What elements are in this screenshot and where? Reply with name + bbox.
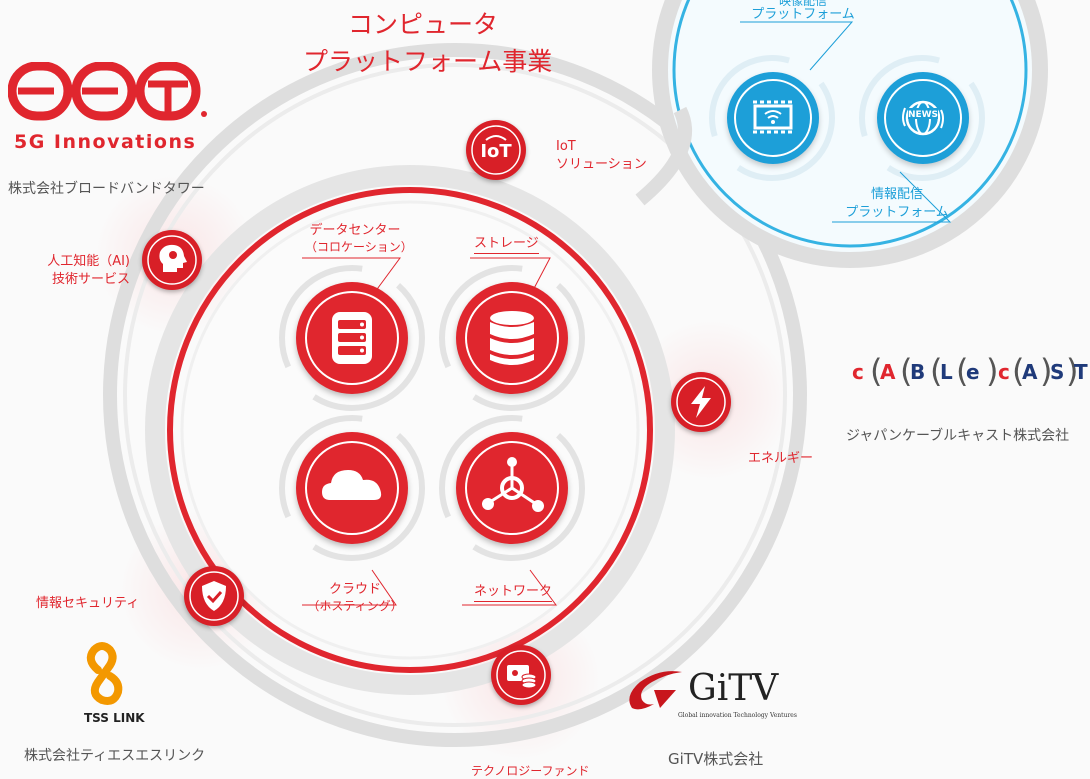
page-title: コンピュータ プラットフォーム事業 (303, 6, 553, 80)
network-button[interactable] (456, 432, 568, 544)
iot-icon: IoT (471, 125, 521, 175)
platform-circle (652, 0, 1048, 268)
cloud-icon (322, 470, 382, 500)
network-label: ネットワーク (474, 580, 553, 602)
title-line-1: コンピュータ (347, 10, 498, 39)
gitv-logo-mark (620, 668, 690, 713)
gitv-logo-text: GiTV (688, 668, 779, 709)
cablecast-logo: c ( A ( B ( L ( e ) c ( A ) S ) T (852, 352, 1088, 390)
video-platform-button[interactable] (727, 72, 819, 164)
news-platform-button[interactable]: NEWS (877, 72, 969, 164)
energy-bolt-icon (676, 377, 726, 427)
leader-lines (302, 257, 557, 606)
bbt-logo-mark (8, 62, 207, 121)
news-badge: NEWS (908, 110, 938, 120)
fund-button[interactable] (491, 645, 551, 705)
svg-text:IoT: IoT (480, 141, 512, 162)
video-wifi-icon (753, 100, 793, 134)
server-icon (332, 312, 372, 364)
service-halos (279, 265, 585, 561)
security-shield-icon (189, 571, 239, 621)
ai-label: 人工知能（AI) 技術サービス (47, 254, 130, 287)
bbt-company-name: 株式会社ブロードバンドタワー (8, 181, 205, 197)
storage-label: ストレージ (474, 232, 539, 254)
inner-grey-ring (145, 165, 675, 695)
bbt-logo (8, 62, 208, 132)
fund-label: テクノロジーファンド (471, 764, 590, 778)
ai-button[interactable] (142, 230, 202, 290)
cloud-button[interactable] (296, 432, 408, 544)
security-label: 情報セキュリティ (36, 596, 140, 611)
fund-icon (496, 650, 546, 700)
tss-logo-text: TSS LINK (84, 711, 145, 725)
outer-grey-ring (103, 43, 807, 747)
security-button[interactable] (184, 566, 244, 626)
tss-company-name: 株式会社ティエスエスリンク (24, 748, 206, 764)
datacenter-button[interactable] (296, 282, 408, 394)
platform-top-label: 映像配信 プラットフォーム (751, 0, 855, 22)
network-icon (482, 457, 544, 512)
iot-button[interactable]: IoT (466, 120, 526, 180)
tss-logo-mark (86, 642, 123, 705)
gitv-company-name: GiTV株式会社 (668, 750, 764, 768)
datacenter-label: データセンター （コロケーション） (305, 223, 413, 254)
platform-bottom-label: 情報配信 プラットフォーム (845, 187, 949, 220)
iot-label: IoT ソリューション (556, 139, 647, 172)
news-globe-icon: NEWS (902, 100, 944, 136)
inner-red-ring (167, 187, 653, 673)
title-line-2: プラットフォーム事業 (303, 47, 553, 76)
bbt-tagline: 5G Innovations (14, 131, 197, 153)
energy-button[interactable] (671, 372, 731, 432)
cloud-label: クラウド （ホスティング） (307, 582, 403, 613)
cablecast-company-name: ジャパンケーブルキャスト株式会社 (846, 428, 1070, 444)
energy-label: エネルギー (748, 451, 814, 466)
database-icon (490, 311, 534, 365)
tss-logo (80, 640, 140, 710)
storage-button[interactable] (456, 282, 568, 394)
ai-head-icon (147, 235, 197, 285)
gitv-tagline: Global innovation Technology Ventures (678, 712, 797, 719)
